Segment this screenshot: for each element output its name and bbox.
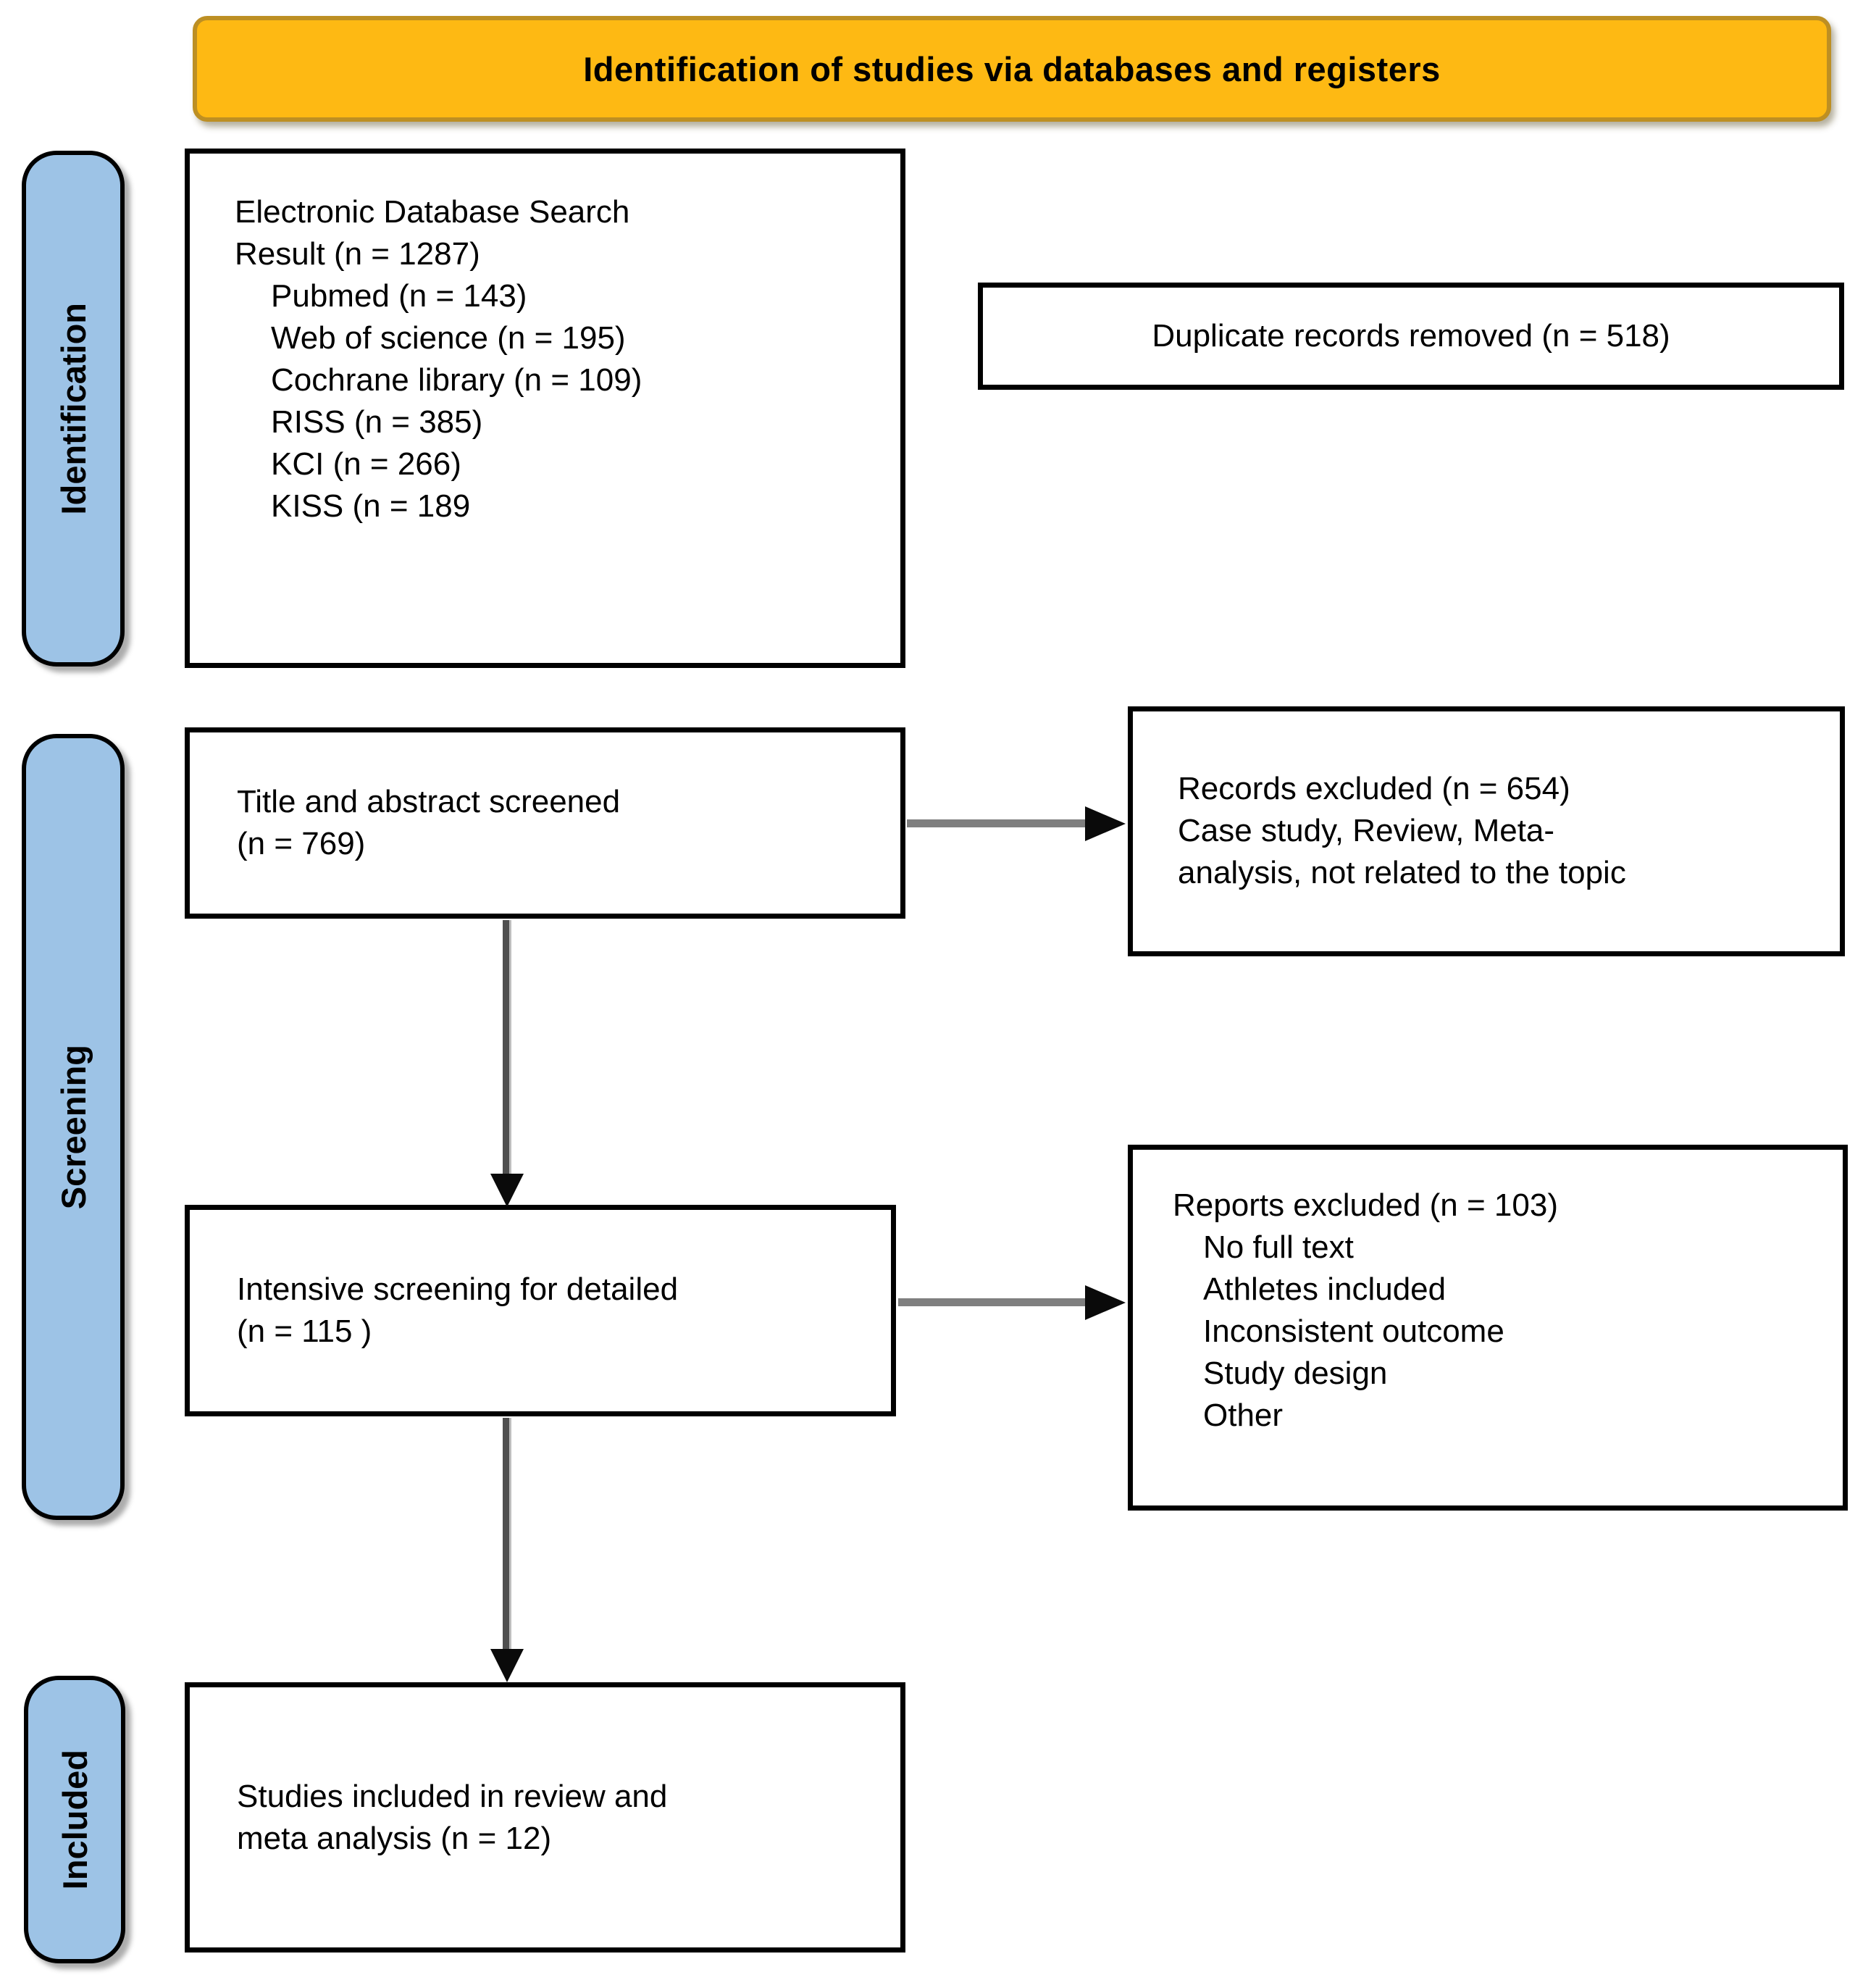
box-duplicates-removed: Duplicate records removed (n = 518) xyxy=(978,283,1844,390)
stage-pill-identification: Identification xyxy=(22,151,125,667)
intensive-screening-line1: Intensive screening for detailed xyxy=(237,1271,679,1307)
title-abstract-line2: (n = 769) xyxy=(237,826,366,861)
duplicates-removed-label: Duplicate records removed (n = 518) xyxy=(1152,318,1670,354)
reports-excluded-item-no-full-text: No full text xyxy=(1203,1229,1354,1265)
records-excluded-line2: Case study, Review, Meta- xyxy=(1178,813,1555,848)
arrow-title-abstract-to-records-excluded-shaft xyxy=(907,819,1087,827)
arrow-intensive-to-studies-included-shaft xyxy=(503,1418,511,1651)
database-item-pubmed: Pubmed (n = 143) xyxy=(271,278,527,314)
records-excluded-line3: analysis, not related to the topic xyxy=(1178,855,1626,890)
database-item-cochrane: Cochrane library (n = 109) xyxy=(271,362,642,398)
banner-label: Identification of studies via databases … xyxy=(583,49,1441,88)
studies-included-line2: meta analysis (n = 12) xyxy=(237,1820,552,1856)
arrow-title-abstract-to-records-excluded-head xyxy=(1085,806,1126,841)
title-abstract-line1: Title and abstract screened xyxy=(237,784,621,819)
arrow-title-abstract-to-intensive-head xyxy=(490,1174,524,1207)
database-search-line1: Electronic Database Search xyxy=(235,194,630,230)
intensive-screening-line2: (n = 115 ) xyxy=(237,1314,372,1349)
reports-excluded-item-study-design: Study design xyxy=(1203,1356,1388,1391)
reports-excluded-item-inconsistent-outcome: Inconsistent outcome xyxy=(1203,1314,1504,1349)
reports-excluded-item-other: Other xyxy=(1203,1398,1284,1433)
box-reports-excluded: Reports excluded (n = 103) No full text … xyxy=(1128,1145,1848,1511)
stage-label-identification: Identification xyxy=(54,302,93,515)
arrow-title-abstract-to-intensive-shaft xyxy=(503,920,511,1177)
database-item-kci: KCI (n = 266) xyxy=(271,446,461,482)
arrow-intensive-to-reports-excluded-head xyxy=(1085,1285,1126,1320)
reports-excluded-item-athletes-included: Athletes included xyxy=(1203,1271,1447,1307)
box-records-excluded: Records excluded (n = 654) Case study, R… xyxy=(1128,706,1845,956)
database-search-line2: Result (n = 1287) xyxy=(235,236,480,272)
stage-label-screening: Screening xyxy=(54,1044,93,1210)
database-item-riss: RISS (n = 385) xyxy=(271,404,483,440)
stage-label-included: Included xyxy=(55,1749,94,1890)
arrow-intensive-to-reports-excluded-shaft xyxy=(898,1298,1087,1306)
box-database-search-results: Electronic Database Search Result (n = 1… xyxy=(185,149,905,668)
studies-included-line1: Studies included in review and xyxy=(237,1778,668,1814)
arrow-intensive-to-studies-included-head xyxy=(490,1649,524,1682)
box-intensive-screening: Intensive screening for detailed (n = 11… xyxy=(185,1205,896,1416)
database-item-kiss: KISS (n = 189 xyxy=(271,488,471,524)
banner-identification-via-databases: Identification of studies via databases … xyxy=(193,16,1831,122)
records-excluded-line1: Records excluded (n = 654) xyxy=(1178,771,1570,806)
stage-pill-included: Included xyxy=(24,1676,125,1963)
box-title-abstract-screened: Title and abstract screened (n = 769) xyxy=(185,727,905,919)
box-studies-included: Studies included in review and meta anal… xyxy=(185,1682,905,1952)
reports-excluded-title: Reports excluded (n = 103) xyxy=(1173,1187,1558,1223)
stage-pill-screening: Screening xyxy=(22,734,125,1520)
database-item-web-of-science: Web of science (n = 195) xyxy=(271,320,626,356)
